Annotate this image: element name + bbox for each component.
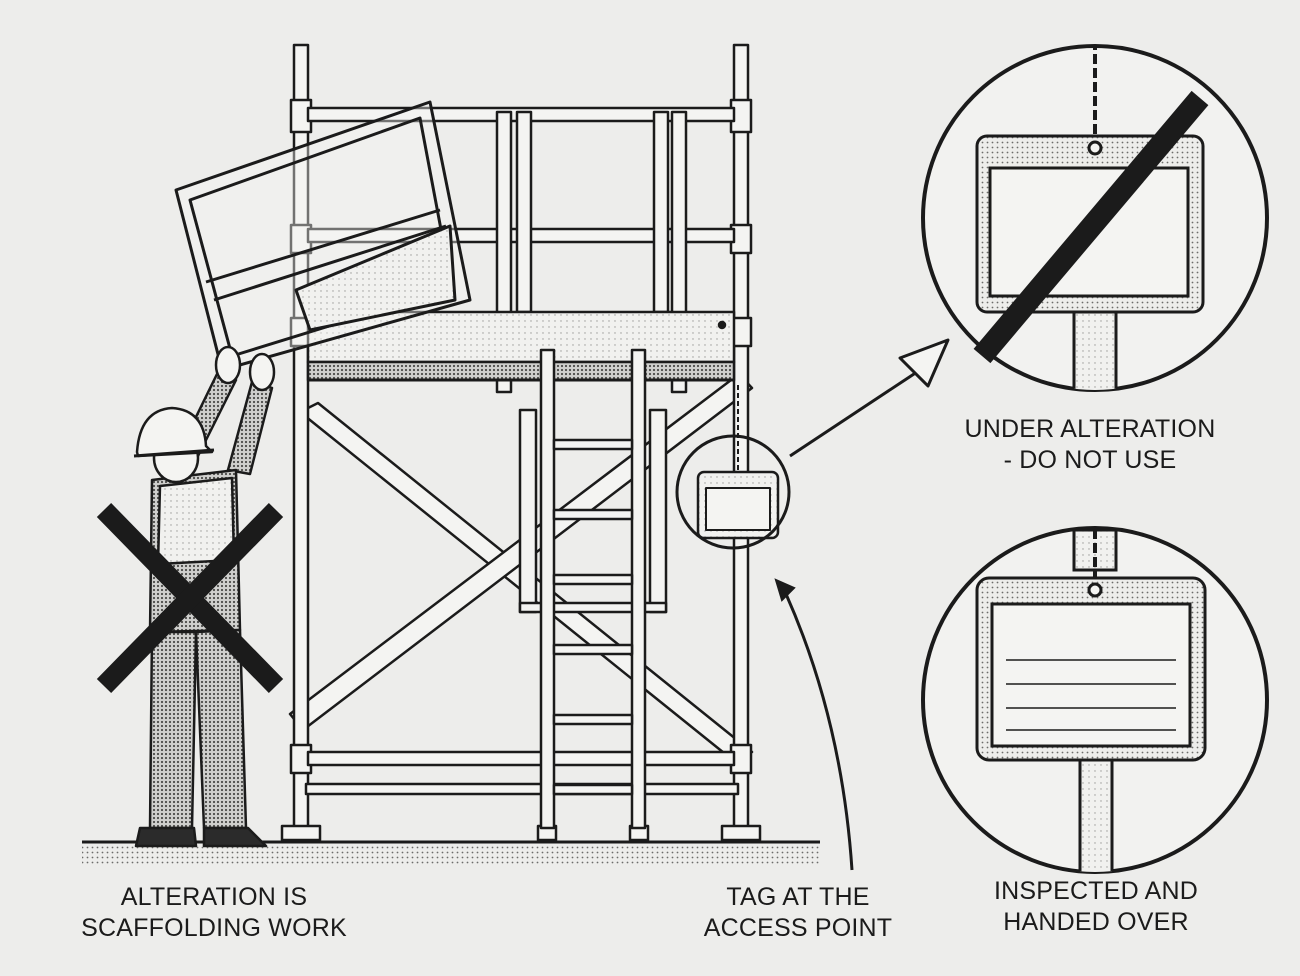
tag-highlight-circle xyxy=(675,434,791,550)
curved-arrow-icon xyxy=(774,578,854,871)
tower-tag xyxy=(696,385,780,540)
lifted-guardrail-frame xyxy=(174,100,472,372)
guardrails xyxy=(306,106,736,394)
worker-figure xyxy=(133,345,276,848)
diagonal-braces xyxy=(288,372,754,763)
alteration-caption-line2: SCAFFOLDING WORK xyxy=(81,914,347,942)
inspected-caption-line2: HANDED OVER xyxy=(1003,908,1189,936)
under-alteration-caption-line1: UNDER ALTERATION xyxy=(964,415,1216,443)
tag-access-caption-line1: TAG AT THE xyxy=(726,883,870,911)
under-alteration-caption-line2: - DO NOT USE xyxy=(1003,446,1177,474)
inspected-detail xyxy=(921,526,1269,874)
scaffold-tower xyxy=(174,43,780,842)
under-alteration-caption: UNDER ALTERATION - DO NOT USE xyxy=(940,414,1240,476)
alteration-caption: ALTERATION IS SCAFFOLDING WORK xyxy=(62,882,366,944)
bottom-ledger xyxy=(304,750,740,796)
access-ladder xyxy=(539,348,647,830)
inspected-caption: INSPECTED AND HANDED OVER xyxy=(956,876,1236,938)
tag-access-caption: TAG AT THE ACCESS POINT xyxy=(686,882,910,944)
inspected-caption-line1: INSPECTED AND xyxy=(993,877,1199,905)
alteration-caption-line1: ALTERATION IS xyxy=(120,883,308,911)
prohibition-slash-icon xyxy=(973,90,1209,364)
tag-access-caption-line2: ACCESS POINT xyxy=(703,914,893,942)
under-alteration-detail xyxy=(921,44,1269,392)
base-plates xyxy=(280,824,762,842)
arrow-icon xyxy=(789,338,950,458)
platform-deck xyxy=(306,310,736,382)
cross-mark-icon xyxy=(96,503,284,693)
